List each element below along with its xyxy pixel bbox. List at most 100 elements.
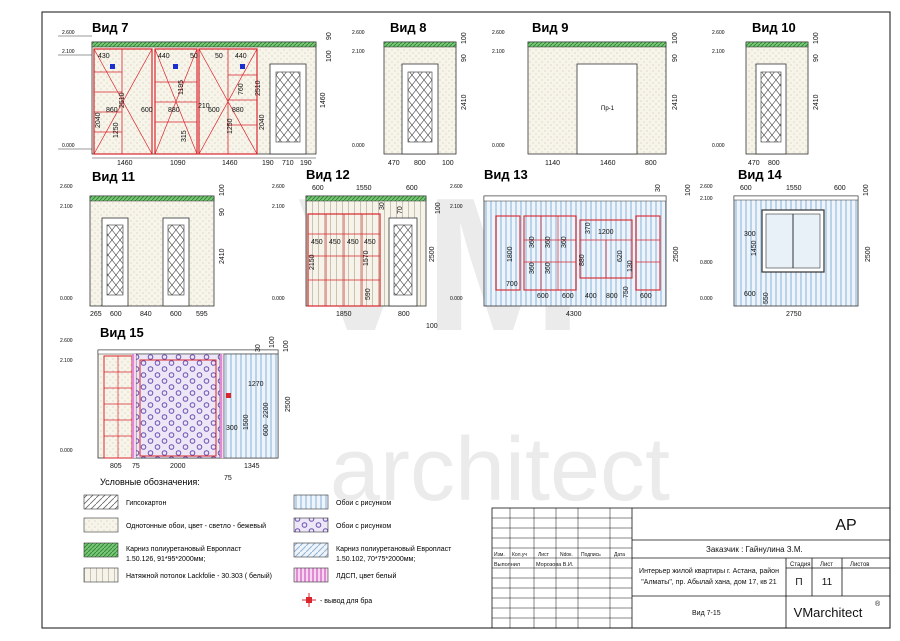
legend-label: Обои с рисунком bbox=[336, 499, 391, 507]
view-14-title: Вид 14 bbox=[738, 167, 782, 182]
svg-text:2.100: 2.100 bbox=[450, 204, 463, 210]
legend-label: Обои с рисунком bbox=[336, 522, 391, 530]
svg-text:400: 400 bbox=[585, 293, 597, 300]
striped-wallpaper-panel bbox=[223, 353, 279, 459]
svg-text:600: 600 bbox=[740, 185, 752, 192]
legend-swatch bbox=[83, 542, 119, 558]
svg-text:50: 50 bbox=[190, 53, 198, 60]
brand-logo: VMarchitect bbox=[794, 605, 863, 620]
svg-text:800: 800 bbox=[414, 160, 426, 167]
svg-text:2.100: 2.100 bbox=[60, 204, 73, 210]
svg-text:1850: 1850 bbox=[336, 311, 352, 318]
wardrobe-module bbox=[93, 48, 153, 155]
svg-text:265: 265 bbox=[90, 311, 102, 318]
view-13: Вид 13 2.600 2.100 0.000 1800 360 360 36… bbox=[450, 167, 692, 318]
svg-text:2410: 2410 bbox=[672, 94, 679, 110]
svg-text:2.600: 2.600 bbox=[352, 30, 365, 36]
performer-role: Выполнил bbox=[494, 562, 520, 568]
svg-text:1570: 1570 bbox=[363, 250, 370, 266]
legend-label: Карниз полиуретановый Европласт bbox=[126, 545, 242, 553]
svg-text:100: 100 bbox=[863, 184, 870, 196]
svg-text:600: 600 bbox=[744, 291, 756, 298]
svg-text:1200: 1200 bbox=[598, 229, 614, 236]
svg-text:1800: 1800 bbox=[507, 246, 514, 262]
svg-text:710: 710 bbox=[282, 160, 294, 167]
svg-text:440: 440 bbox=[235, 53, 247, 60]
svg-text:1250: 1250 bbox=[227, 118, 234, 134]
opening-label: Пр-1 bbox=[601, 106, 615, 112]
svg-text:300: 300 bbox=[744, 231, 756, 238]
svg-text:600: 600 bbox=[312, 185, 324, 192]
view-10: Вид 10 2.600 2.100 0.000 470 800 100 90 … bbox=[712, 20, 820, 167]
svg-text:600: 600 bbox=[640, 293, 652, 300]
svg-text:805: 805 bbox=[110, 463, 122, 470]
svg-text:2500: 2500 bbox=[285, 396, 292, 412]
svg-text:2200: 2200 bbox=[263, 402, 270, 418]
svg-text:90: 90 bbox=[461, 54, 468, 62]
view-9-title: Вид 9 bbox=[532, 20, 568, 35]
cornice bbox=[97, 349, 279, 355]
svg-text:880: 880 bbox=[579, 254, 586, 266]
svg-text:Стадия: Стадия bbox=[790, 562, 810, 568]
svg-text:0.000: 0.000 bbox=[60, 448, 73, 454]
cornice bbox=[527, 41, 667, 48]
title-block-text: АР Заказчик : Гайнулина З.М. Изм. Кол.уч… bbox=[494, 517, 881, 620]
svg-text:2.600: 2.600 bbox=[492, 30, 505, 36]
svg-text:100: 100 bbox=[426, 323, 438, 330]
view-14: Вид 14 2.600 2.100 0.800 0.000 600 1550 … bbox=[700, 167, 872, 318]
ldsp-panel bbox=[220, 354, 224, 458]
svg-text:1500: 1500 bbox=[243, 414, 250, 430]
legend-label: Гипсокартон bbox=[126, 500, 166, 507]
door-glass bbox=[106, 224, 124, 296]
svg-text:2410: 2410 bbox=[813, 94, 820, 110]
svg-text:360: 360 bbox=[529, 262, 536, 274]
svg-text:1460: 1460 bbox=[222, 160, 238, 167]
svg-text:1090: 1090 bbox=[170, 160, 186, 167]
svg-text:0.000: 0.000 bbox=[700, 296, 713, 302]
svg-text:360: 360 bbox=[545, 236, 552, 248]
svg-text:0.000: 0.000 bbox=[60, 296, 73, 302]
svg-text:1460: 1460 bbox=[117, 160, 133, 167]
title-block bbox=[491, 507, 891, 629]
svg-text:550: 550 bbox=[763, 292, 770, 304]
legend-label: Однотонные обои, цвет - светло - бежевый bbox=[126, 522, 266, 530]
svg-text:100: 100 bbox=[326, 50, 333, 62]
drawing-code: АР bbox=[835, 517, 856, 534]
svg-text:880: 880 bbox=[168, 107, 180, 114]
wardrobe-module bbox=[154, 48, 198, 155]
project-line: "Алматы", пр. Абылай хана, дом 17, кв 21 bbox=[641, 578, 777, 586]
svg-text:190: 190 bbox=[262, 160, 274, 167]
svg-text:100: 100 bbox=[435, 202, 442, 214]
svg-text:90: 90 bbox=[672, 54, 679, 62]
svg-text:800: 800 bbox=[768, 160, 780, 167]
svg-text:1270: 1270 bbox=[248, 381, 264, 388]
svg-text:Подпись: Подпись bbox=[581, 552, 601, 558]
door-glass bbox=[275, 71, 301, 143]
svg-text:2.100: 2.100 bbox=[712, 49, 725, 55]
svg-text:1550: 1550 bbox=[786, 185, 802, 192]
svg-text:880: 880 bbox=[232, 107, 244, 114]
svg-text:470: 470 bbox=[388, 160, 400, 167]
outlet-legend-label: - вывод для бра bbox=[320, 597, 372, 605]
svg-text:100: 100 bbox=[813, 32, 820, 44]
bed-headboard bbox=[139, 359, 217, 457]
customer-name: Заказчик : Гайнулина З.М. bbox=[706, 545, 803, 554]
svg-text:600: 600 bbox=[263, 424, 270, 436]
svg-text:90: 90 bbox=[813, 54, 820, 62]
opening bbox=[576, 63, 638, 155]
svg-text:2500: 2500 bbox=[429, 246, 436, 262]
view-15-title: Вид 15 bbox=[100, 325, 144, 340]
level-label: 2.600 bbox=[62, 30, 75, 36]
svg-text:2.600: 2.600 bbox=[700, 184, 713, 190]
svg-text:90: 90 bbox=[219, 208, 226, 216]
svg-text:75: 75 bbox=[224, 475, 232, 482]
svg-text:2.600: 2.600 bbox=[272, 184, 285, 190]
svg-text:2.600: 2.600 bbox=[60, 338, 73, 344]
legend-swatch bbox=[83, 567, 119, 583]
svg-text:360: 360 bbox=[529, 236, 536, 248]
svg-text:100: 100 bbox=[442, 160, 454, 167]
view-7-title: Вид 7 bbox=[92, 20, 128, 35]
view-12: Вид 12 2.600 2.100 0.000 600 1550 600 45… bbox=[272, 167, 442, 330]
svg-text:450: 450 bbox=[347, 239, 359, 246]
